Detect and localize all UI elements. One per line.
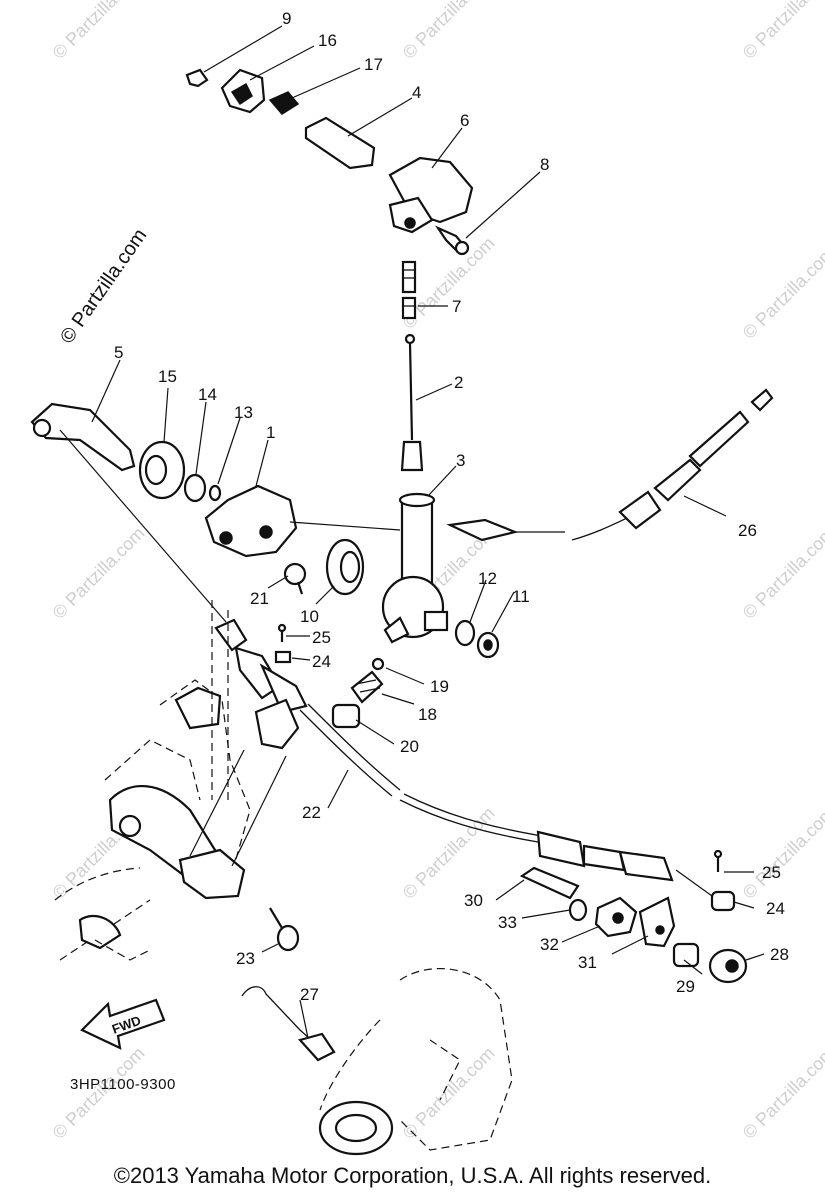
callout-14: 14: [198, 385, 217, 404]
callout-18: 18: [418, 705, 437, 724]
part-8-bolt: [434, 225, 470, 256]
part-14-washer: [183, 473, 207, 503]
svg-text:© Partzilla.com: © Partzilla.com: [739, 803, 825, 903]
callout-7: 7: [452, 297, 461, 316]
part-21-bolt: [283, 562, 307, 595]
part-13-o-ring: [208, 484, 222, 502]
callout-15: 15: [158, 367, 177, 386]
part-23-bolt: [269, 907, 300, 952]
part-1-lever-housing: [204, 484, 298, 558]
callout-26: 26: [738, 521, 757, 540]
callout-32: 32: [540, 935, 559, 954]
callout-24-upper: 24: [312, 652, 331, 671]
part-10-seal: [325, 538, 365, 596]
callout-1: 1: [266, 423, 275, 442]
callout-25-lower: 25: [762, 863, 781, 882]
callout-labels: 9 16 17 4 6 8 7 2 3 5 15 14 13 1 26 21 1…: [114, 9, 789, 1004]
callout-11: 11: [512, 587, 530, 606]
part-6-shift-pedal: [388, 156, 474, 234]
callout-2: 2: [454, 373, 463, 392]
callout-4: 4: [412, 83, 421, 102]
part-20-cap: [331, 703, 361, 729]
part-24-washer-lower: [710, 890, 736, 912]
part-9-screw: [185, 68, 209, 88]
part-17-clip: [268, 91, 300, 115]
callout-12: 12: [478, 569, 497, 588]
side-watermark: © Partzilla.com: [56, 225, 151, 348]
engine-case-lower: [318, 968, 513, 1156]
svg-text:© Partzilla.com: © Partzilla.com: [399, 1043, 499, 1143]
callout-13: 13: [234, 403, 253, 422]
svg-text:© Partzilla.com: © Partzilla.com: [49, 0, 149, 63]
callout-10: 10: [300, 607, 319, 626]
callout-30: 30: [464, 891, 483, 910]
part-25-cotter-pin-lower: [713, 849, 723, 872]
callout-31: 31: [578, 953, 597, 972]
callout-22: 22: [302, 803, 321, 822]
callout-20: 20: [400, 737, 419, 756]
callout-29: 29: [676, 977, 695, 996]
part-30-bolt: [519, 866, 580, 900]
callout-33: 33: [498, 913, 517, 932]
part-11-nut: [476, 631, 500, 659]
part-25-cotter-pin-upper: [277, 623, 287, 642]
part-29-collar: [672, 942, 700, 968]
callout-17: 17: [364, 55, 383, 74]
part-26-cable: [446, 388, 774, 542]
part-2-shift-rod: [400, 333, 424, 472]
svg-text:© Partzilla.com: © Partzilla.com: [399, 803, 499, 903]
part-32-holder: [594, 896, 638, 938]
callout-27: 27: [300, 985, 319, 1004]
callout-5: 5: [114, 343, 123, 362]
part-16-bracket: [220, 68, 266, 114]
callout-24-lower: 24: [766, 899, 785, 918]
part-5-shift-lever-pedal: [30, 402, 136, 472]
svg-text:© Partzilla.com: © Partzilla.com: [739, 243, 825, 343]
part-24-washer-upper: [274, 650, 292, 664]
part-22-shift-cable: [214, 618, 674, 882]
engine-case-outline: [54, 600, 251, 961]
callout-28: 28: [770, 945, 789, 964]
part-15-boot: [138, 440, 186, 500]
svg-text:© Partzilla.com: © Partzilla.com: [739, 0, 825, 63]
leader-lines: [59, 25, 765, 1039]
callout-23: 23: [236, 949, 255, 968]
part-3-shift-shaft: [381, 492, 449, 644]
part-7-joint: [401, 260, 417, 320]
part-33-washer: [568, 898, 588, 922]
copyright-notice: ©2013 Yamaha Motor Corporation, U.S.A. A…: [113, 1163, 712, 1188]
part-31-plate: [638, 896, 676, 948]
callout-9: 9: [282, 9, 291, 28]
svg-text:© Partzilla.com: © Partzilla.com: [739, 1043, 825, 1143]
part-4-shift-arm: [304, 116, 376, 170]
callout-8: 8: [540, 155, 549, 174]
part-19-ball: [371, 657, 385, 671]
part-27-sensor-lead: [241, 986, 336, 1062]
svg-text:© Partzilla.com: © Partzilla.com: [49, 523, 149, 623]
part-12-washer: [454, 619, 476, 647]
callout-25-upper: 25: [312, 628, 331, 647]
fwd-arrow-icon: FWD: [80, 998, 166, 1050]
svg-text:© Partzilla.com: © Partzilla.com: [399, 0, 499, 63]
part-18-spring: [350, 670, 384, 704]
part-28-nut: [708, 948, 748, 984]
callout-6: 6: [460, 111, 469, 130]
callout-3: 3: [456, 451, 465, 470]
callout-21: 21: [250, 589, 269, 608]
callout-19: 19: [430, 677, 449, 696]
callout-16: 16: [318, 31, 337, 50]
diagram-code: 3HP1100-9300: [70, 1076, 176, 1093]
